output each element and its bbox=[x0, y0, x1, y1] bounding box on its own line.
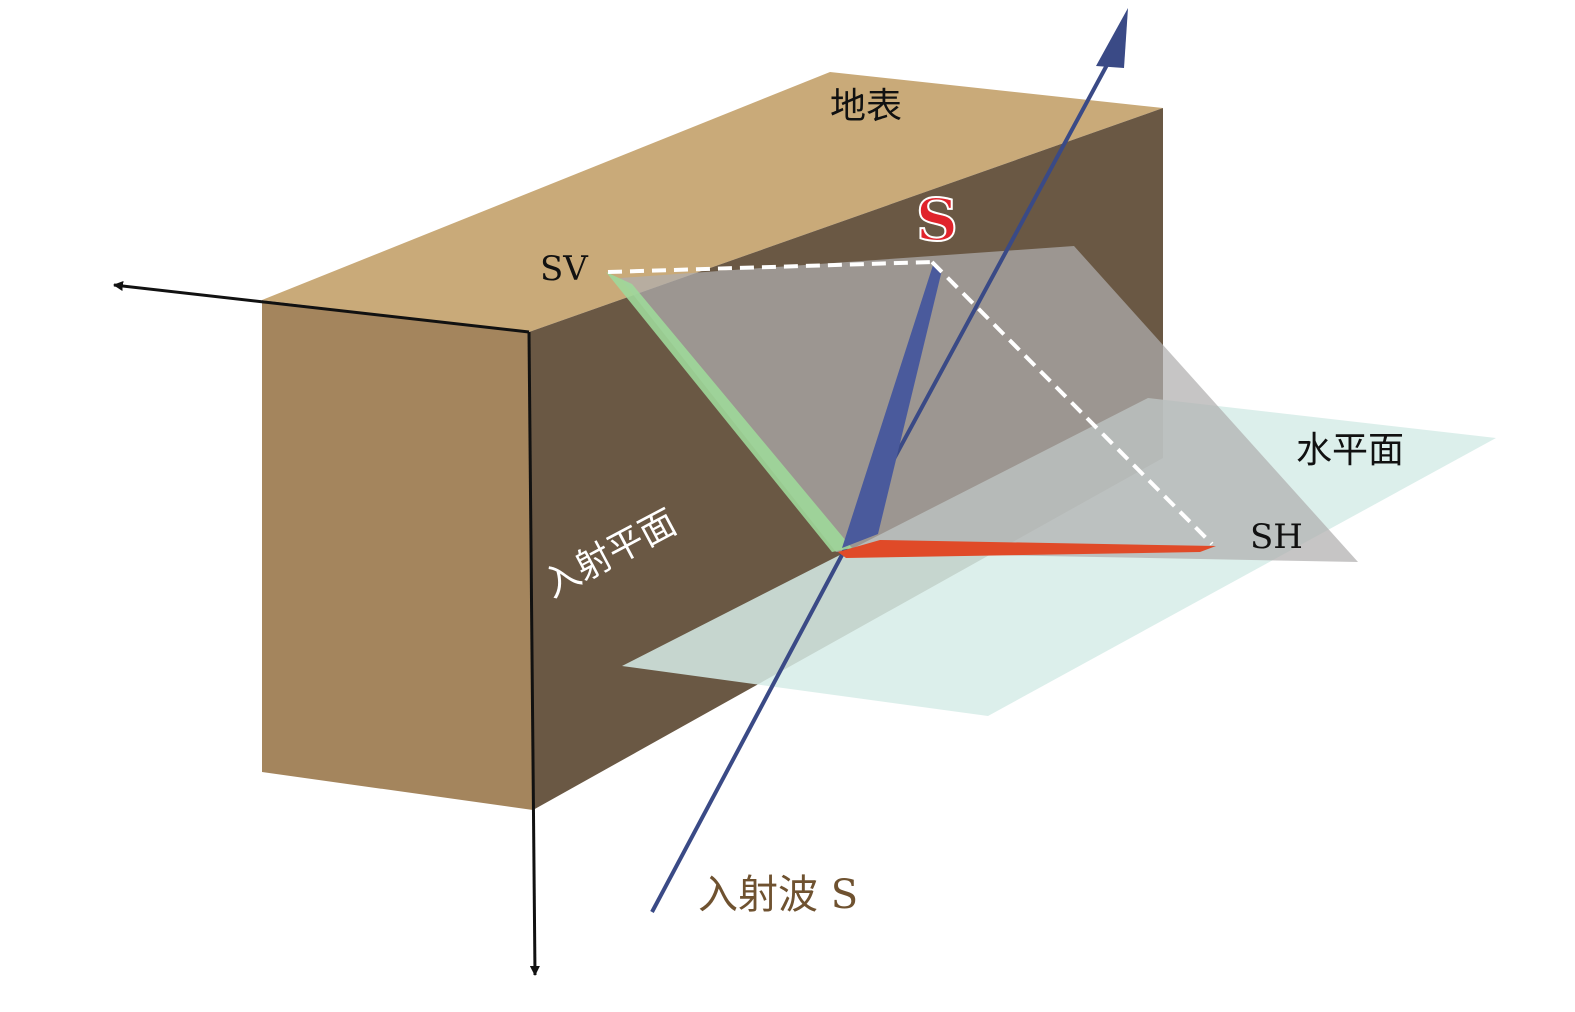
block-top-surface bbox=[262, 72, 1163, 332]
incidence-plane bbox=[620, 246, 1358, 562]
block-front-face bbox=[262, 300, 533, 810]
sv-vector bbox=[606, 272, 852, 552]
axis-horizontal bbox=[113, 281, 530, 334]
axis-vertical bbox=[527, 331, 540, 976]
incident-wave-label: 入射波 S bbox=[698, 872, 858, 918]
coordinate-axes bbox=[113, 281, 540, 976]
incident-ray-lower bbox=[650, 554, 844, 913]
horizontal-plane-label: 水平面 bbox=[1296, 430, 1404, 471]
sh-vector bbox=[838, 540, 1216, 558]
sv-label: SV bbox=[540, 249, 589, 289]
surface-label: 地表 bbox=[830, 86, 902, 127]
sh-label: SH bbox=[1250, 517, 1303, 557]
dashed-lines bbox=[607, 260, 1214, 546]
incident-ray-arrowhead bbox=[1096, 8, 1128, 68]
s-vector bbox=[842, 262, 942, 548]
s-label: S bbox=[916, 186, 958, 254]
